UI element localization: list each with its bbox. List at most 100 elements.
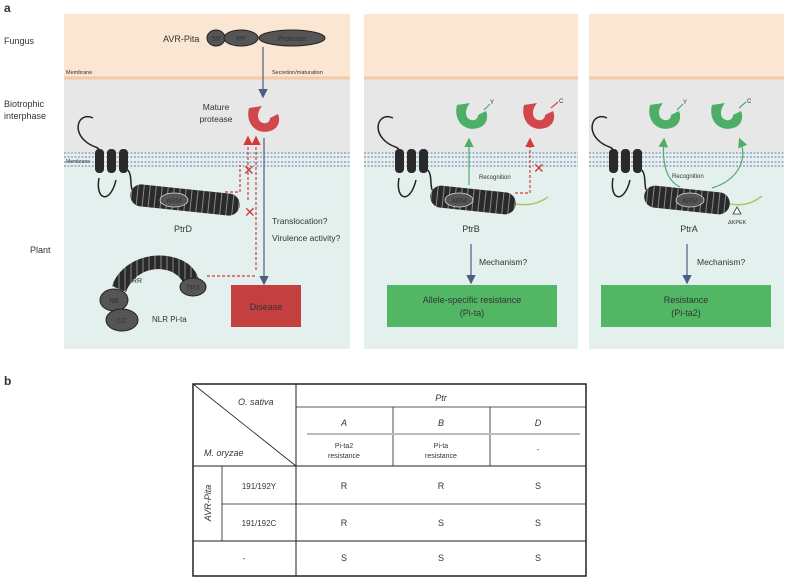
membrane-label-top: Membrane (66, 70, 92, 76)
ptra-tail (729, 195, 763, 206)
c-tail-mid (550, 101, 559, 109)
corner-bottom-label: M. oryzae (204, 448, 244, 458)
c-tag-mid: C (559, 99, 564, 105)
cross-mark-mid: ✕ (533, 161, 545, 177)
ptrb-label: PtrB (462, 224, 480, 234)
cell-r2-d: S (535, 518, 541, 528)
row-label-fungus: Fungus (4, 36, 35, 46)
panel-a-label: a (4, 1, 11, 15)
recognition-arrow-right-1 (658, 137, 681, 188)
tm-helix-3 (119, 149, 128, 173)
resistance-box-line-2: (Pi-ta2) (671, 308, 701, 318)
trx-domain (179, 277, 207, 297)
row-2-label: 191/192C (242, 519, 277, 528)
phenotype-table (192, 383, 587, 577)
arm-domain (159, 192, 189, 208)
interface-region (64, 78, 350, 152)
red-dashed-mid (515, 137, 535, 194)
nlr-pita: LRR TRX NB CC (99, 255, 207, 332)
sp-label: SP (211, 36, 221, 43)
resistance-box-line-1: Resistance (664, 295, 709, 305)
col-b-phenotype-1: Pi-ta (434, 443, 449, 450)
tm-helix-2 (107, 149, 116, 173)
lrr-domain (112, 255, 200, 292)
cc-domain (105, 308, 139, 332)
tm-helix-1 (95, 149, 104, 173)
translocation-label: Translocation? (272, 216, 328, 226)
deletion-label: ΔKPEK (728, 220, 747, 226)
allele-resistance-box (387, 285, 557, 327)
arm-label-b: ARM (451, 198, 467, 205)
recognition-arrow-right-2 (711, 137, 748, 189)
cell-r3-b: S (438, 553, 444, 563)
resistance-box (601, 285, 771, 327)
arm-domain-b (444, 192, 474, 208)
disease-label: Disease (250, 302, 283, 312)
table-diagonal (192, 383, 297, 467)
col-a-phenotype-2: resistance (328, 453, 360, 460)
fungus-region-mid (364, 14, 578, 78)
ptra-receptor: ARM (591, 115, 763, 215)
protease-green-y-mid (456, 103, 488, 129)
ptrb-receptor: ARM (377, 115, 549, 215)
avr-pita-precursor: SP PP Protease (206, 29, 326, 47)
ptr-header: Ptr (435, 393, 448, 403)
row-3-label: - (243, 554, 246, 563)
allele-box-line-2: (Pi-ta) (460, 308, 485, 318)
arm-domain-a (675, 192, 705, 208)
cell-r2-a: R (341, 518, 348, 528)
mature-protease-red (248, 106, 280, 132)
virulence-label: Virulence activity? (272, 233, 341, 243)
y-tail-mid (483, 103, 491, 111)
cell-r3-a: S (341, 553, 347, 563)
row-label-plant: Plant (30, 245, 51, 255)
cross-mark-1: ✕ (243, 163, 255, 179)
corner-top-label: O. sativa (238, 397, 274, 407)
protease-domain (258, 29, 326, 47)
cell-r1-a: R (341, 481, 348, 491)
nb-label: NB (109, 298, 119, 305)
c-tail-right (738, 101, 747, 109)
tm-helix-a3 (633, 149, 642, 173)
protease-red-c-mid (523, 103, 555, 129)
y-tail-right (676, 103, 684, 111)
col-d-phenotype-1: - (537, 445, 540, 454)
avr-pita-label: AVR-Pita (163, 34, 199, 44)
fungus-region-right (589, 14, 784, 78)
arm-label: ARM (166, 198, 182, 205)
table-border (192, 383, 587, 577)
ptrd-label: PtrD (174, 224, 193, 234)
mature-protease-label-2: protease (199, 114, 232, 124)
c-tag-right: C (747, 99, 752, 105)
protease-green-c-right (711, 103, 743, 129)
recognition-label-right: Recognition (672, 174, 704, 180)
ptrb-tail (515, 196, 549, 206)
left-panel (64, 14, 350, 349)
protease-domain-label: Protease (278, 36, 306, 43)
y-tag-right: Y (683, 100, 687, 106)
protease-green-y-right (649, 103, 681, 129)
lrr-label: LRR (128, 278, 142, 285)
row-1-label: 191/192Y (242, 482, 277, 491)
row-label-biotrophic-1: Biotrophic (4, 99, 45, 109)
fungus-region (64, 14, 350, 78)
cross-mark-2: ✕ (244, 205, 256, 221)
nlr-pita-label: NLR Pi-ta (152, 315, 187, 324)
recognition-label-mid: Recognition (479, 175, 511, 181)
cell-r1-d: S (535, 481, 541, 491)
col-a-phenotype-1: Pi-ta2 (335, 443, 353, 450)
y-tag-mid: Y (490, 100, 494, 106)
interface-region-right (589, 78, 784, 152)
membrane-label-plant: Membrane (66, 159, 90, 165)
allele-box-line-1: Allele-specific resistance (423, 295, 522, 305)
deletion-triangle (732, 206, 742, 215)
panel-b-label: b (4, 374, 11, 388)
row-group-label: AVR-Pita (203, 485, 213, 523)
disease-box (231, 285, 301, 327)
cell-r2-b: S (438, 518, 444, 528)
tm-helix-a1 (609, 149, 618, 173)
pp-domain (223, 29, 259, 47)
trx-label: TRX (186, 285, 200, 292)
col-d-allele: D (535, 418, 542, 428)
mature-protease-label-1: Mature (203, 102, 230, 112)
